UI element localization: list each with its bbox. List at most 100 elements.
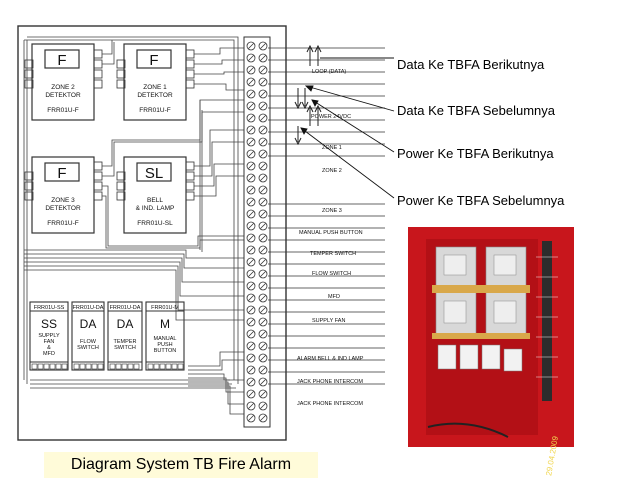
module-zone2-letter: F: [57, 52, 66, 69]
module-m-line: PUSH: [157, 342, 172, 348]
module-zone3-line2: DETEKTOR: [45, 205, 81, 212]
terminal-screw-slot: [248, 355, 254, 361]
terminal-screw-slot: [248, 67, 254, 73]
terminal-screw-slot: [248, 307, 254, 313]
terminal-screw-slot: [248, 235, 254, 241]
module-bell-line2: & IND. LAMP: [136, 205, 175, 212]
module-pin: [55, 363, 62, 370]
module-pin: [115, 363, 122, 370]
signal-arrows: [294, 44, 322, 146]
wire-label-manual-push: MANUAL PUSH BUTTON: [299, 230, 363, 236]
wire-label-temper: TEMPER SWITCH: [310, 251, 356, 257]
terminal-screw-slot: [248, 199, 254, 205]
terminal-screws: [246, 41, 268, 423]
terminal-screw-slot: [248, 415, 254, 421]
module-zone2-code: FRR01U-F: [47, 107, 78, 114]
terminal-screw-slot: [260, 211, 266, 217]
terminal-screw-slot: [248, 139, 254, 145]
terminal-screw-slot: [260, 187, 266, 193]
terminal-screw-slot: [248, 91, 254, 97]
terminal-screw-slot: [260, 331, 266, 337]
terminal-screw-slot: [248, 163, 254, 169]
callout-data-prev: Data Ke TBFA Sebelumnya: [397, 103, 556, 118]
module-pin: [147, 363, 154, 370]
module-da-temper-line: SWITCH: [114, 345, 136, 351]
wire-label-mfd: MFD: [328, 294, 340, 300]
module-zone1-letter: F: [149, 52, 158, 69]
module-pin: [43, 363, 50, 370]
terminal-screw-slot: [260, 295, 266, 301]
module-m-code: FRR01U-M: [151, 305, 179, 311]
terminal-screw-slot: [260, 391, 266, 397]
terminal-screw-slot: [260, 259, 266, 265]
callout-leaders: [300, 57, 395, 199]
module-ss-line: SUPPLY: [38, 333, 60, 339]
module-pin: [127, 363, 134, 370]
module-pin: [37, 363, 44, 370]
module-ss-line: FAN: [44, 339, 55, 345]
terminal-screw-slot: [260, 79, 266, 85]
terminal-screw-slot: [248, 343, 254, 349]
terminal-screw-slot: [248, 331, 254, 337]
module-bell-letter: SL: [145, 165, 163, 182]
terminal-block: [243, 36, 271, 428]
terminal-screw-slot: [260, 367, 266, 373]
panel-photo: 29.04.2009: [408, 227, 574, 476]
terminal-screw-slot: [248, 151, 254, 157]
terminal-screw-slot: [248, 403, 254, 409]
terminal-screw-slot: [260, 403, 266, 409]
terminal-screw-slot: [260, 91, 266, 97]
wire-label-alarm-bell: ALARM BELL & IND LAMP: [297, 356, 364, 362]
terminal-screw-slot: [248, 175, 254, 181]
terminal-screw-slot: [248, 223, 254, 229]
module-pin: [153, 363, 160, 370]
terminal-screw-slot: [260, 247, 266, 253]
module-zone2-line2: DETEKTOR: [45, 92, 81, 99]
terminal-screw-slot: [260, 271, 266, 277]
module-ss-code: FRR01U-SS: [34, 305, 65, 311]
wire-label-jack-phone-1: JACK PHONE INTERCOM: [297, 379, 363, 385]
module-zone2-line1: ZONE 2: [51, 84, 75, 91]
terminal-screw-slot: [260, 235, 266, 241]
terminal-screw-slot: [248, 115, 254, 121]
module-pin: [73, 363, 80, 370]
module-pin: [159, 363, 166, 370]
terminal-screw-slot: [260, 67, 266, 73]
wire-label-supply-fan: SUPPLY FAN: [312, 318, 345, 324]
terminal-screw-slot: [260, 175, 266, 181]
terminal-screw-slot: [260, 127, 266, 133]
terminal-screw-slot: [260, 151, 266, 157]
terminal-screw-slot: [260, 307, 266, 313]
wire-label-zone2: ZONE 2: [322, 168, 342, 174]
terminal-screw-slot: [248, 43, 254, 49]
module-zone1-line2: DETEKTOR: [137, 92, 173, 99]
module-m-line: BUTTON: [154, 348, 177, 354]
terminal-screw-slot: [260, 319, 266, 325]
module-da-temper-code: FRR01U-DA: [110, 305, 141, 311]
module-pin: [97, 363, 104, 370]
terminal-screw-slot: [248, 367, 254, 373]
terminal-screw-slot: [248, 283, 254, 289]
terminal-screw-slot: [260, 343, 266, 349]
module-m-line: MANUAL: [154, 336, 177, 342]
terminal-screw-slot: [260, 379, 266, 385]
module-da-temper-line: TEMPER: [114, 339, 137, 345]
module-pin: [79, 363, 86, 370]
terminal-screw-slot: [248, 295, 254, 301]
terminal-screw-slot: [248, 391, 254, 397]
terminal-screw-slot: [260, 355, 266, 361]
top-modules: [31, 43, 187, 234]
module-pin: [171, 363, 178, 370]
terminal-screw-slot: [248, 247, 254, 253]
wire-label-power: POWER 24VDC: [311, 114, 351, 120]
module-zone1-code: FRR01U-F: [139, 107, 170, 114]
module-ss-letter: SS: [41, 317, 57, 331]
terminal-screw-slot: [260, 415, 266, 421]
terminal-screw-slot: [248, 79, 254, 85]
terminal-screw-slot: [260, 199, 266, 205]
module-bell-line1: BELL: [147, 197, 163, 204]
module-zone3-code: FRR01U-F: [47, 220, 78, 227]
terminal-screw-slot: [248, 379, 254, 385]
diagram-caption: Diagram System TB Fire Alarm: [44, 452, 318, 478]
